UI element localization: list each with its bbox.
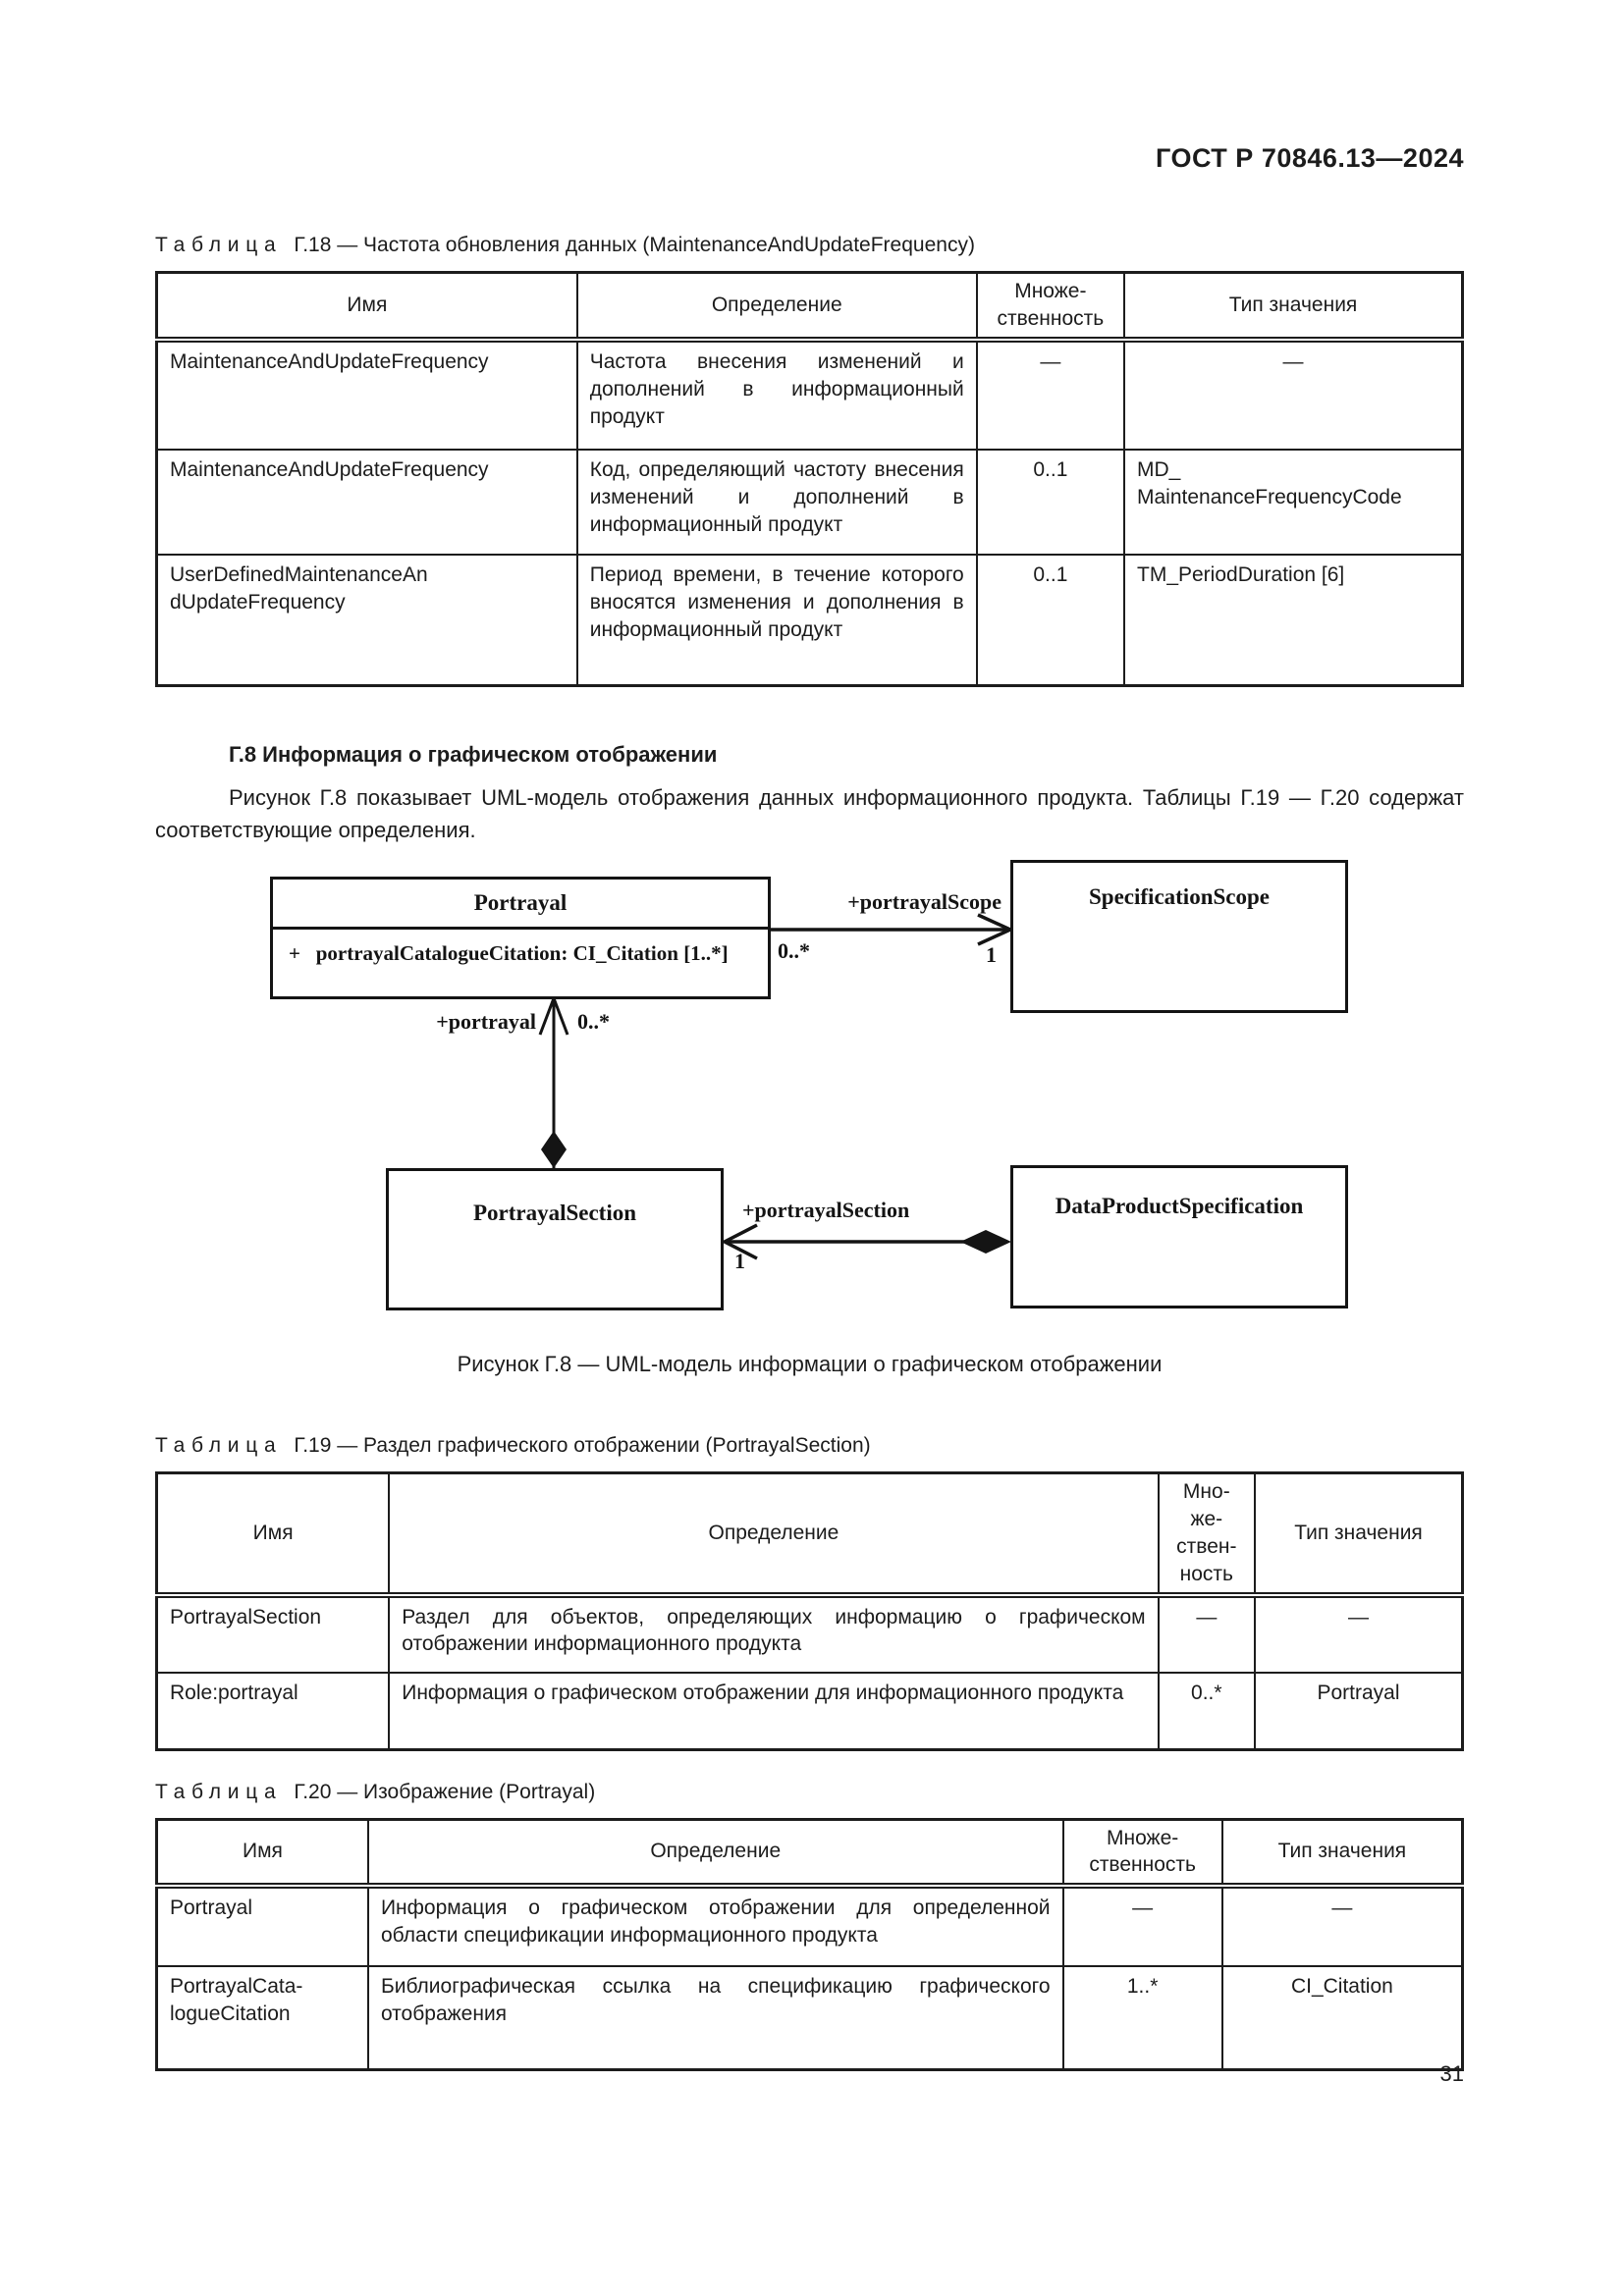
open-arrowhead-left-icon	[721, 1223, 758, 1260]
cell-multiplicity: 1..*	[1061, 1965, 1223, 2071]
table-header-row: Имя Определение Мно- же- ствен- ность Ти…	[155, 1471, 1464, 1598]
association-role-label: +portrayalScope	[847, 888, 1001, 914]
uml-class-title: SpecificationScope	[1089, 883, 1270, 909]
uml-class-data-product-specification: DataProductSpecification	[1010, 1164, 1348, 1308]
column-header-definition: Определение	[366, 1818, 1064, 1890]
table-caption-text: Г.20 — Изображение (Portrayal)	[294, 1780, 596, 1803]
association-multiplicity: 1	[734, 1248, 745, 1273]
cell-multiplicity: 0..*	[1157, 1671, 1257, 1751]
cell-definition: Информация о графическом отображении для…	[388, 1671, 1160, 1751]
page-number: 31	[1439, 2061, 1464, 2086]
association-multiplicity: 0..*	[778, 937, 810, 963]
cell-name: MaintenanceAndUpdateFrequency	[155, 448, 578, 556]
cell-definition: Информация о графическом отображении для…	[366, 1885, 1064, 1968]
section-heading: Г.8 Информация о графическом отображении	[229, 741, 718, 767]
table-caption-word: Таблица	[155, 234, 283, 256]
cell-multiplicity: 0..1	[975, 448, 1126, 556]
cell-definition: Библиографическая ссылка на спецификацию…	[366, 1965, 1064, 2071]
column-header-name: Имя	[155, 271, 578, 343]
column-header-multiplicity: Множе- ственность	[1061, 1818, 1223, 1890]
association-multiplicity: 0..*	[577, 1008, 610, 1034]
table-g19-caption: Таблица Г.19 — Раздел графического отобра…	[155, 1434, 1464, 1458]
uml-class-title: PortrayalSection	[472, 1200, 637, 1225]
uml-class-portrayal-section: PortrayalSection	[386, 1167, 724, 1310]
association-multiplicity: 1	[986, 941, 997, 967]
column-header-type: Тип значения	[1123, 271, 1464, 343]
uml-class-portrayal: Portrayal + portrayalCatalogueCitation: …	[270, 876, 771, 999]
table-g20-caption: Таблица Г.20 — Изображение (Portrayal)	[155, 1781, 1464, 1804]
cell-type: —	[1123, 338, 1464, 451]
document-header: ГОСТ Р 70846.13—2024	[1156, 143, 1464, 173]
table-g19: Имя Определение Мно- же- ствен- ность Ти…	[155, 1470, 1464, 1751]
table-row: PortrayalSection Раздел для объектов, оп…	[155, 1593, 1464, 1674]
cell-name: UserDefinedMaintenanceAn dUpdateFrequenc…	[155, 553, 578, 687]
table-row: MaintenanceAndUpdateFrequency Частота вн…	[155, 338, 1464, 451]
table-row: Portrayal Информация о графическом отобр…	[155, 1885, 1464, 1968]
uml-diagram: Portrayal + portrayalCatalogueCitation: …	[155, 854, 1464, 1330]
column-header-type: Тип значения	[1220, 1818, 1464, 1890]
table-caption-text: Г.19 — Раздел графического отображении (…	[294, 1433, 871, 1457]
cell-name: MaintenanceAndUpdateFrequency	[155, 338, 578, 451]
column-header-definition: Определение	[575, 271, 978, 343]
uml-association-lines	[538, 913, 1015, 1260]
cell-name: Portrayal	[155, 1885, 369, 1968]
table-g18-caption: Таблица Г.18 — Частота обновления данных …	[155, 234, 1464, 257]
column-header-name: Имя	[155, 1818, 369, 1890]
cell-type: —	[1220, 1885, 1464, 1968]
column-header-name: Имя	[155, 1471, 391, 1598]
section-paragraph: Рисунок Г.8 показывает UML-модель отобра…	[155, 784, 1464, 842]
cell-definition: Код, определяющий частоту внесения измен…	[575, 448, 978, 556]
cell-type: MD_ MaintenanceFrequencyCode	[1123, 448, 1464, 556]
table-row: MaintenanceAndUpdateFrequency Код, опред…	[155, 448, 1464, 556]
uml-class-title: DataProductSpecification	[1055, 1193, 1304, 1218]
association-role-label: +portrayalSection	[742, 1197, 910, 1222]
cell-name: PortrayalCata- logueCitation	[155, 1965, 369, 2071]
cell-multiplicity: —	[1157, 1593, 1257, 1674]
table-caption-word: Таблица	[155, 1780, 283, 1803]
composition-diamond-icon	[960, 1229, 1011, 1254]
uml-class-title: Portrayal	[273, 880, 768, 930]
figure-caption: Рисунок Г.8 — UML-модель информации о гр…	[457, 1351, 1163, 1376]
cell-definition: Частота внесения изменений и дополнений …	[575, 338, 978, 451]
table-g18: Имя Определение Множе- ственность Тип зн…	[155, 271, 1464, 687]
table-caption-text: Г.18 — Частота обновления данных (Mainte…	[294, 234, 975, 256]
page-content: Таблица Г.18 — Частота обновления данных …	[155, 234, 1464, 2072]
column-header-multiplicity: Множе- ственность	[975, 271, 1126, 343]
table-row: Role:portrayal Информация о графическом …	[155, 1671, 1464, 1751]
table-row: PortrayalCata- logueCitation Библиографи…	[155, 1965, 1464, 2071]
cell-multiplicity: —	[975, 338, 1126, 451]
table-g20: Имя Определение Множе- ственность Тип зн…	[155, 1817, 1464, 2072]
table-row: UserDefinedMaintenanceAn dUpdateFrequenc…	[155, 553, 1464, 687]
cell-name: PortrayalSection	[155, 1593, 391, 1674]
cell-multiplicity: 0..1	[975, 553, 1126, 687]
table-header-row: Имя Определение Множе- ственность Тип зн…	[155, 1818, 1464, 1890]
cell-type: Portrayal	[1254, 1671, 1464, 1751]
column-header-type: Тип значения	[1254, 1471, 1464, 1598]
uml-class-specification-scope: SpecificationScope	[1010, 859, 1348, 1013]
cell-type: —	[1254, 1593, 1464, 1674]
column-header-definition: Определение	[388, 1471, 1160, 1598]
cell-definition: Раздел для объектов, определяющих информ…	[388, 1593, 1160, 1674]
cell-type: TM_PeriodDuration [6]	[1123, 553, 1464, 687]
table-caption-word: Таблица	[155, 1433, 283, 1457]
cell-name: Role:portrayal	[155, 1671, 391, 1751]
association-role-label: +portrayal	[436, 1008, 536, 1034]
composition-diamond-icon	[541, 1130, 567, 1168]
cell-multiplicity: —	[1061, 1885, 1223, 1968]
cell-definition: Период времени, в течение которого внося…	[575, 553, 978, 687]
column-header-multiplicity: Мно- же- ствен- ность	[1157, 1471, 1257, 1598]
uml-class-attribute: + portrayalCatalogueCitation: CI_Citatio…	[289, 940, 729, 965]
cell-type: CI_Citation	[1220, 1965, 1464, 2071]
table-header-row: Имя Определение Множе- ственность Тип зн…	[155, 271, 1464, 343]
